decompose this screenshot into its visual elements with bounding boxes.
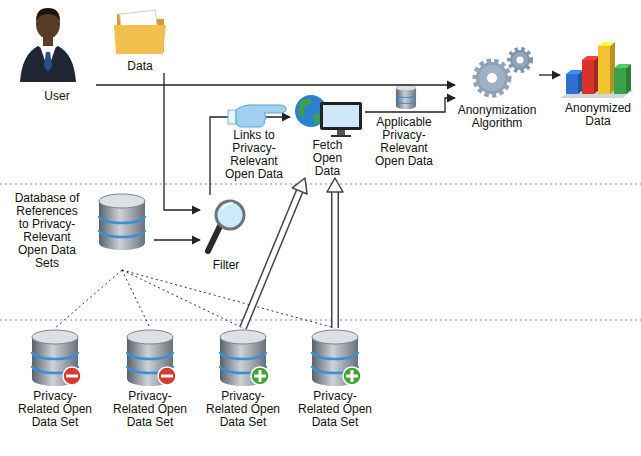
flow-arrow xyxy=(154,240,200,241)
node-label: Privacy-Related Open Data Set xyxy=(15,390,95,429)
node-label: Database of References to Privacy-Releva… xyxy=(12,192,82,270)
plus-badge xyxy=(251,367,361,385)
bar-chart-icon xyxy=(560,42,634,98)
user-node: User xyxy=(18,4,96,103)
database-node: Database of References to Privacy-Releva… xyxy=(4,192,154,270)
gears-icon xyxy=(476,50,530,94)
node-label: Privacy-Related Open Data Set xyxy=(110,390,190,429)
database-icon xyxy=(312,330,358,386)
node-label: Privacy-Related Open Data Set xyxy=(295,390,375,429)
separator xyxy=(0,320,641,321)
node-label: Anonymized Data xyxy=(560,102,636,128)
edge-label: Applicable Privacy-Relevant Open Data xyxy=(372,116,436,168)
fetch-arrow xyxy=(327,178,343,328)
node-label: Anonymization Algorithm xyxy=(455,104,539,130)
open-data-node: Privacy-Related Open Data Set xyxy=(109,328,191,429)
algorithm-node: Anonymization Algorithm xyxy=(455,48,539,130)
fetch-icon xyxy=(295,95,362,137)
data-node: Data xyxy=(112,2,168,73)
hand-icon xyxy=(228,105,286,127)
small-database-icon xyxy=(396,85,416,109)
fetch-arrow xyxy=(243,178,307,328)
reference-line xyxy=(55,270,122,328)
flow-arrow xyxy=(210,117,290,195)
reference-line xyxy=(122,270,243,328)
open-data-node: Privacy-Related Open Data Set xyxy=(14,328,96,429)
node-label: User xyxy=(22,90,92,103)
node-label: Data xyxy=(115,60,165,73)
fetch-node: Fetch Open Data xyxy=(290,95,365,178)
filter-icon xyxy=(208,201,244,251)
result-node: Anonymized Data xyxy=(560,38,636,128)
separator xyxy=(0,184,641,185)
open-data-node: Privacy-Related Open Data Set xyxy=(202,328,284,429)
node-label: Filter xyxy=(202,259,250,272)
flow-arrow xyxy=(96,85,455,86)
flow-arrow xyxy=(164,73,200,210)
node-label: Privacy-Related Open Data Set xyxy=(203,390,283,429)
database-icon xyxy=(220,330,266,386)
reference-line xyxy=(122,270,150,328)
node-label: Fetch Open Data xyxy=(306,139,350,178)
filter-node: Filter xyxy=(200,195,252,272)
edge-label: Links to Privacy-Relevant Open Data xyxy=(222,129,286,181)
flow-arrow xyxy=(365,98,455,112)
database-icon xyxy=(99,194,145,250)
minus-badge xyxy=(63,367,176,385)
flow-arrow xyxy=(539,75,560,76)
reference-line xyxy=(122,270,335,328)
folder-icon xyxy=(114,10,166,54)
open-data-node: Privacy-Related Open Data Set xyxy=(294,328,376,429)
user-icon xyxy=(20,8,76,82)
